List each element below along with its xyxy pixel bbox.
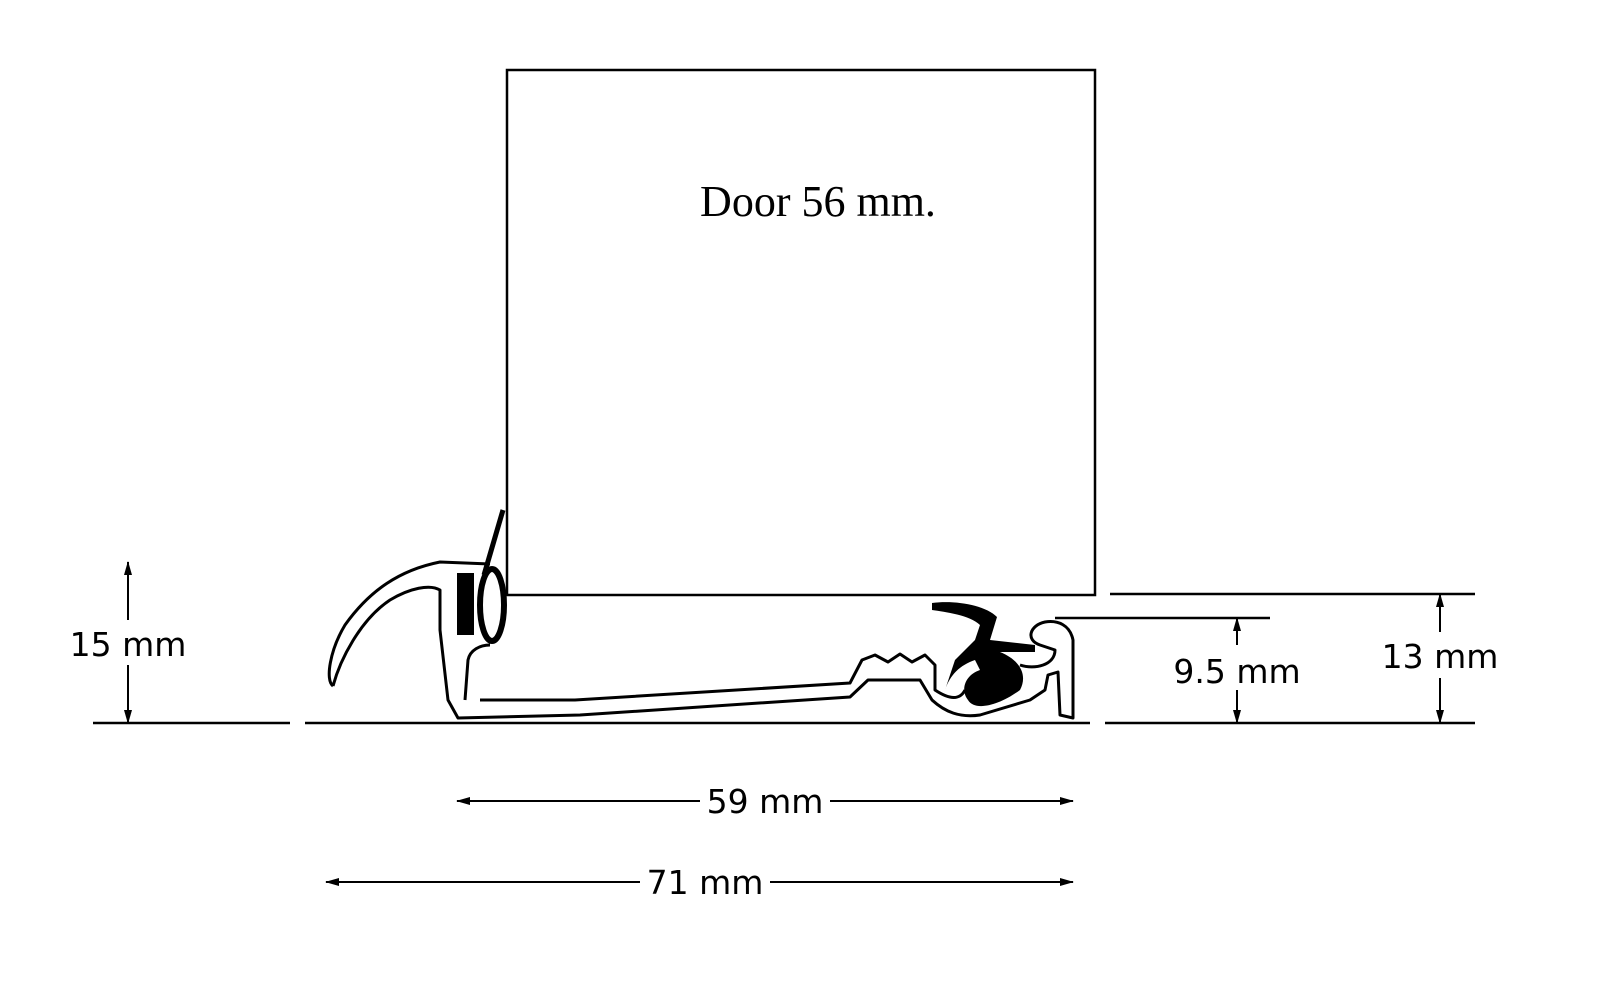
dim-label-59: 59 mm [707,782,824,821]
dim-label-13: 13 mm [1382,637,1499,676]
bulb-seal [477,566,507,644]
door-panel [505,68,1097,597]
dim-label-15: 15 mm [70,625,187,664]
seal-fin [481,509,506,576]
threshold-profile [327,560,1075,720]
bottom-seal [932,602,1035,707]
dim-label-71: 71 mm [647,863,764,902]
floor-line [93,592,1475,725]
dim-label-9-5: 9.5 mm [1173,652,1300,691]
door-label: Door 56 mm. [700,177,936,226]
gasket-block [457,573,474,635]
